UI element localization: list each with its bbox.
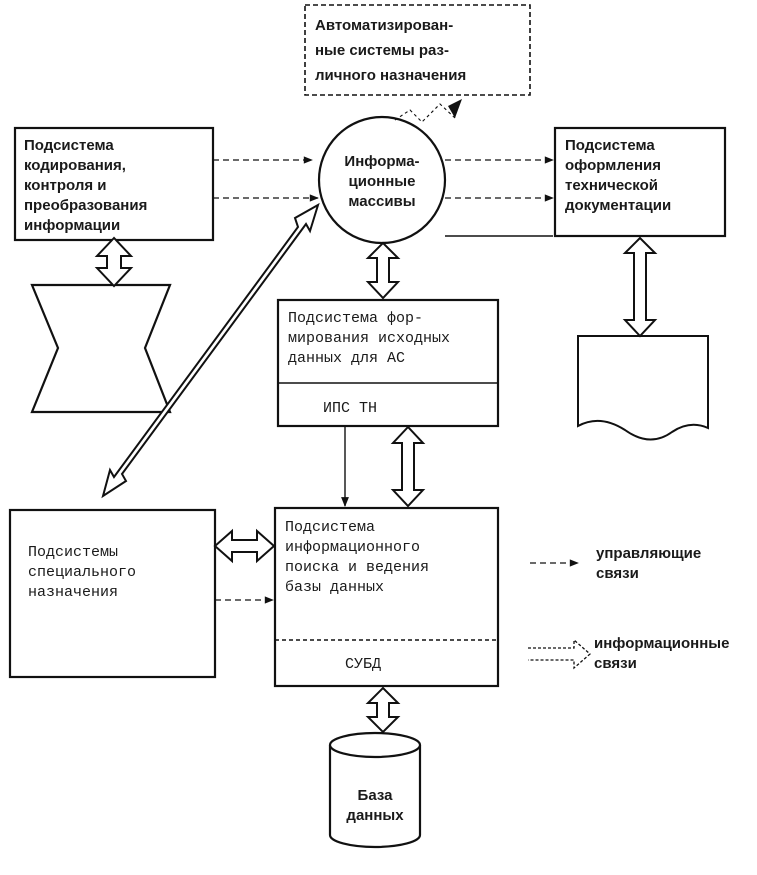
info-arrays-label-2: ционные xyxy=(349,173,416,190)
source-data-label-3: данных для АС xyxy=(288,350,405,367)
special-subsystems-node: Подсистемы специального назначения xyxy=(8,508,217,679)
info-link-coding-terminal xyxy=(94,236,134,288)
legend-control-label-2: связи xyxy=(596,565,639,582)
special-label-2: специального xyxy=(28,564,136,581)
search-label-3: поиска и ведения xyxy=(285,559,429,576)
info-arrays-label-1: Информа- xyxy=(344,153,419,170)
auto-systems-label-2: ные системы раз- xyxy=(315,42,449,59)
info-arrays-node: Информа- ционные массивы xyxy=(317,115,447,245)
info-link-special-arrays xyxy=(101,202,320,499)
info-link-source-search xyxy=(390,425,426,508)
legend-info-arrow xyxy=(528,638,591,670)
search-subsystem-node: Подсистема информационного поиска и веде… xyxy=(273,506,500,688)
tech-docs-label-2: оформления xyxy=(565,157,661,174)
tech-docs-label-3: технической xyxy=(565,177,658,194)
legend: управляющие связи информационные связи xyxy=(528,545,729,672)
legend-control-label-1: управляющие xyxy=(596,545,701,562)
legend-info-label-2: связи xyxy=(594,655,637,672)
auto-systems-label-1: Автоматизирован- xyxy=(315,17,453,34)
legend-info-item: информационные связи xyxy=(528,635,729,672)
tech-docs-label-4: документации xyxy=(565,197,671,214)
link-arrays-to-auto-systems xyxy=(394,103,456,123)
info-link-special-search xyxy=(213,528,276,564)
source-data-label-2: мирования исходных xyxy=(288,330,450,347)
coding-subsystem-node: Подсистема кодирования, контроля и преоб… xyxy=(13,126,215,242)
coding-label-2: кодирования, xyxy=(24,157,126,174)
info-link-search-database xyxy=(365,686,401,734)
document-symbol xyxy=(577,335,709,441)
search-label-1: Подсистема xyxy=(285,519,375,536)
dbms-label: СУБД xyxy=(345,656,381,673)
coding-label-3: контроля и xyxy=(24,177,107,194)
info-link-docs-document xyxy=(622,236,658,338)
coding-label-4: преобразования xyxy=(24,197,147,214)
database-cylinder: База данных xyxy=(328,731,422,849)
coding-label-5: информации xyxy=(24,217,120,234)
coding-label-1: Подсистема xyxy=(24,137,114,154)
ips-tn-label: ИПС ТН xyxy=(323,400,377,417)
information-links xyxy=(94,202,658,734)
tech-docs-subsystem-node: Подсистема оформления технической докуме… xyxy=(553,126,727,238)
source-data-subsystem-node: Подсистема фор- мирования исходных данны… xyxy=(276,298,500,428)
special-label-1: Подсистемы xyxy=(28,544,118,561)
info-arrays-label-3: массивы xyxy=(348,193,415,210)
database-label-1: База xyxy=(358,787,394,804)
auto-systems-node: Автоматизирован- ные системы раз- личног… xyxy=(304,4,531,96)
control-links xyxy=(213,99,554,604)
info-link-arrays-source xyxy=(365,241,401,300)
search-label-4: базы данных xyxy=(285,579,384,596)
special-label-3: назначения xyxy=(28,584,118,601)
auto-systems-label-3: личного назначения xyxy=(315,67,466,84)
source-data-label-1: Подсистема фор- xyxy=(288,310,423,327)
legend-info-label-1: информационные xyxy=(594,635,729,652)
link-arrays-to-auto-systems-head xyxy=(448,99,462,118)
database-label-2: данных xyxy=(346,807,404,824)
legend-control-item: управляющие связи xyxy=(530,545,701,582)
input-terminal-symbol xyxy=(30,283,172,414)
tech-docs-label-1: Подсистема xyxy=(565,137,655,154)
search-label-2: информационного xyxy=(285,539,420,556)
